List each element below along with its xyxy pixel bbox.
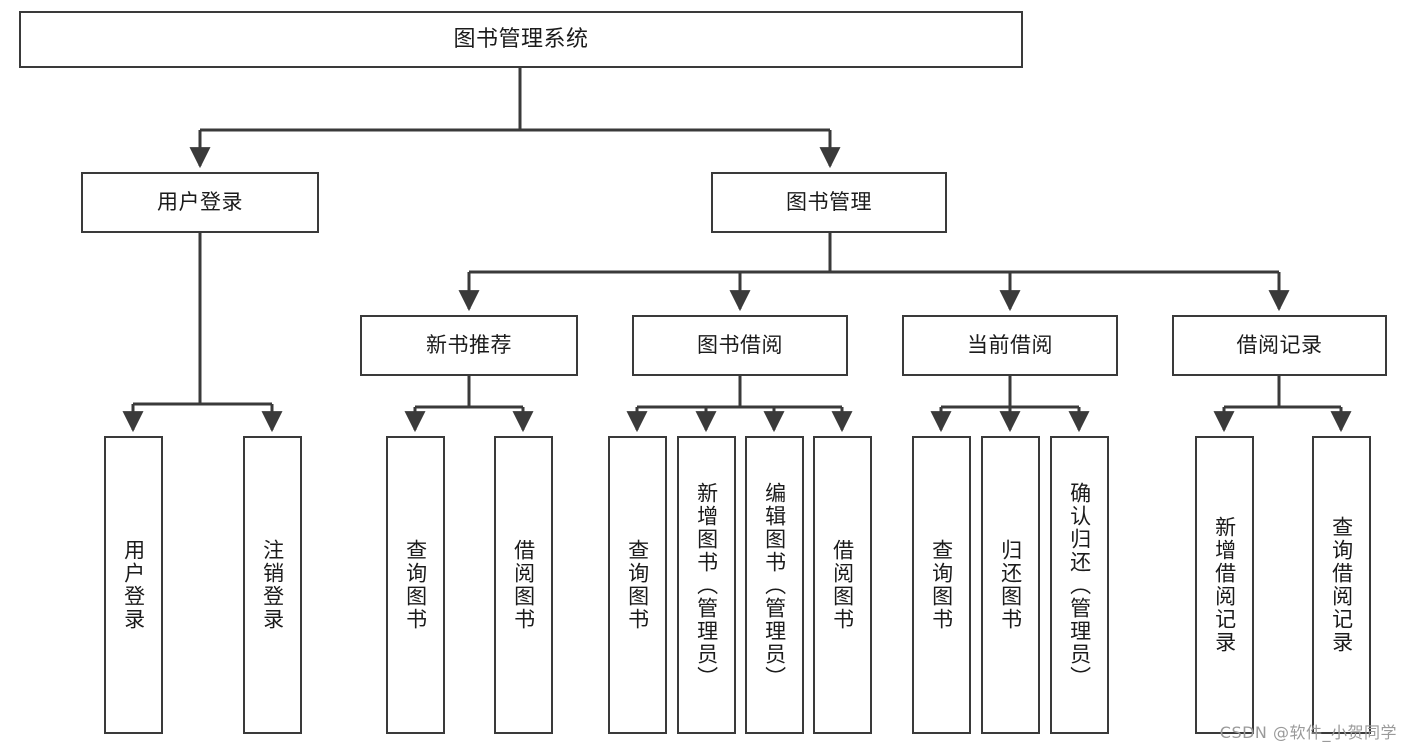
node-borrow-record[interactable]: 借阅记录 (1172, 315, 1387, 376)
leaf-borrow-book[interactable]: 借阅图书 (813, 436, 872, 734)
node-label: 当前借阅 (967, 333, 1053, 358)
leaf-label: 查询借阅记录 (1329, 516, 1354, 654)
leaf-label: 新增借阅记录 (1212, 516, 1237, 654)
leaf-borrow-book-recommend[interactable]: 借阅图书 (494, 436, 553, 734)
leaf-query-borrow-record[interactable]: 查询借阅记录 (1312, 436, 1371, 734)
node-label: 借阅记录 (1236, 333, 1323, 358)
leaf-add-borrow-record[interactable]: 新增借阅记录 (1195, 436, 1254, 734)
leaf-confirm-return-admin[interactable]: 确认归还（管理员） (1050, 436, 1109, 734)
leaf-label: 查询图书 (929, 539, 954, 631)
node-book-borrow[interactable]: 图书借阅 (632, 315, 848, 376)
node-label: 图书管理 (786, 190, 872, 215)
node-user-login[interactable]: 用户登录 (81, 172, 319, 233)
leaf-label: 编辑图书（管理员） (762, 481, 787, 689)
leaf-query-book-current[interactable]: 查询图书 (912, 436, 971, 734)
node-label: 图书管理系统 (453, 26, 589, 52)
watermark: CSDN @软件_小贺同学 (1219, 723, 1397, 742)
node-new-book-recommend[interactable]: 新书推荐 (360, 315, 578, 376)
leaf-label: 查询图书 (625, 539, 650, 631)
leaf-query-book-borrow[interactable]: 查询图书 (608, 436, 667, 734)
leaf-return-book[interactable]: 归还图书 (981, 436, 1040, 734)
leaf-label: 归还图书 (998, 539, 1023, 631)
leaf-label: 借阅图书 (830, 539, 855, 631)
leaf-label: 确认归还（管理员） (1067, 481, 1092, 689)
node-book-management[interactable]: 图书管理 (711, 172, 947, 233)
leaf-user-login[interactable]: 用户登录 (104, 436, 163, 734)
leaf-label: 注销登录 (260, 539, 285, 631)
leaf-edit-book-admin[interactable]: 编辑图书（管理员） (745, 436, 804, 734)
leaf-logout[interactable]: 注销登录 (243, 436, 302, 734)
leaf-label: 查询图书 (403, 539, 428, 631)
node-label: 图书借阅 (697, 333, 783, 358)
leaf-query-book-recommend[interactable]: 查询图书 (386, 436, 445, 734)
leaf-label: 借阅图书 (511, 539, 536, 631)
node-root-system[interactable]: 图书管理系统 (19, 11, 1023, 68)
node-current-borrow[interactable]: 当前借阅 (902, 315, 1118, 376)
node-label: 用户登录 (157, 190, 243, 215)
leaf-add-book-admin[interactable]: 新增图书（管理员） (677, 436, 736, 734)
leaf-label: 用户登录 (121, 539, 146, 631)
leaf-label: 新增图书（管理员） (694, 481, 719, 689)
node-label: 新书推荐 (426, 333, 512, 358)
